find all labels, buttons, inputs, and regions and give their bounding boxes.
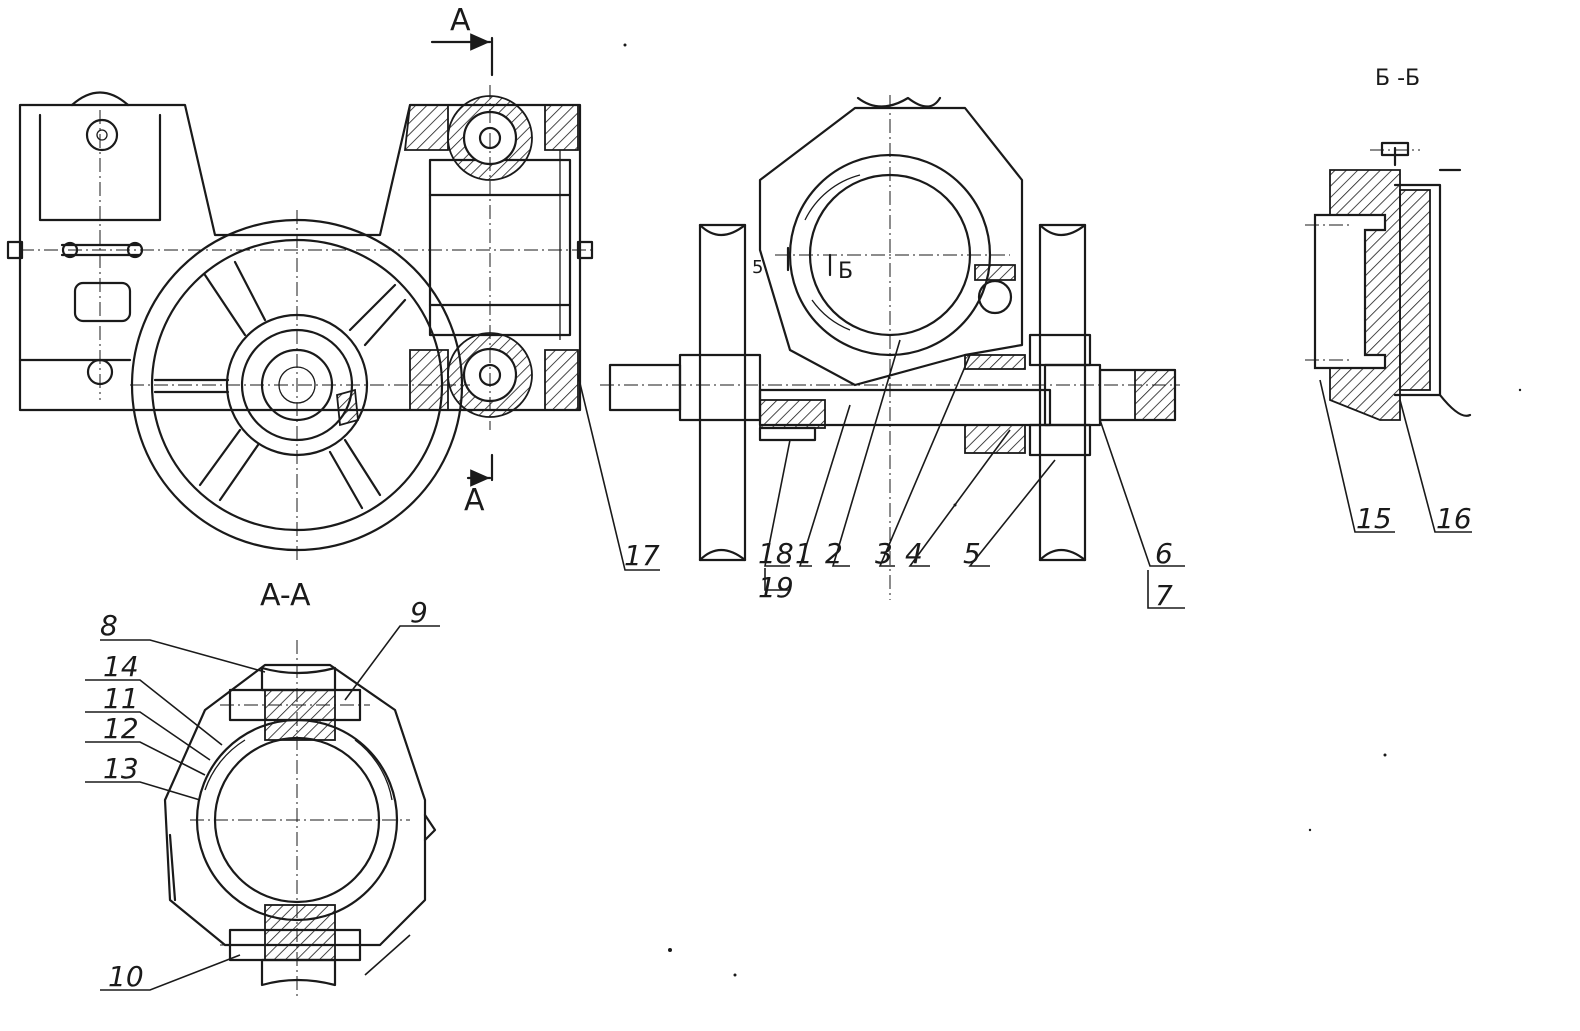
callout-2: 2 [825,537,843,570]
callout-4: 4 [905,537,923,570]
callout-12: 12 [103,712,139,745]
callout-14: 14 [103,650,139,683]
cut-b-mark: Б [838,259,853,284]
side-view [600,95,1180,600]
section-aa-view [85,625,440,1000]
scan-specks [623,43,1522,977]
callout-1: 1 [795,537,813,570]
callout-9: 9 [410,596,428,629]
callout-10: 10 [108,960,144,993]
section-aa-title: A-A [260,578,311,613]
callout-6: 6 [1155,537,1173,570]
section-bb-view [1305,141,1472,533]
callout-11: 11 [103,682,139,715]
callout-16: 16 [1436,502,1472,535]
front-view [6,33,595,560]
section-bb-title: Б -Б [1375,66,1420,91]
callout-13: 13 [103,752,139,785]
cut-b-number: 5 [752,257,763,278]
callout-5: 5 [963,537,981,570]
side-view-callouts [764,339,1185,609]
callout-15: 15 [1356,502,1392,535]
callout-19: 19 [758,571,794,604]
callout-17: 17 [624,539,660,572]
cut-a-bottom-label: A [464,483,485,518]
callout-8: 8 [100,609,118,642]
callout-18: 18 [758,537,794,570]
callout-3: 3 [875,537,893,570]
cut-a-top-label: A [450,3,471,38]
callout-7: 7 [1155,579,1173,612]
